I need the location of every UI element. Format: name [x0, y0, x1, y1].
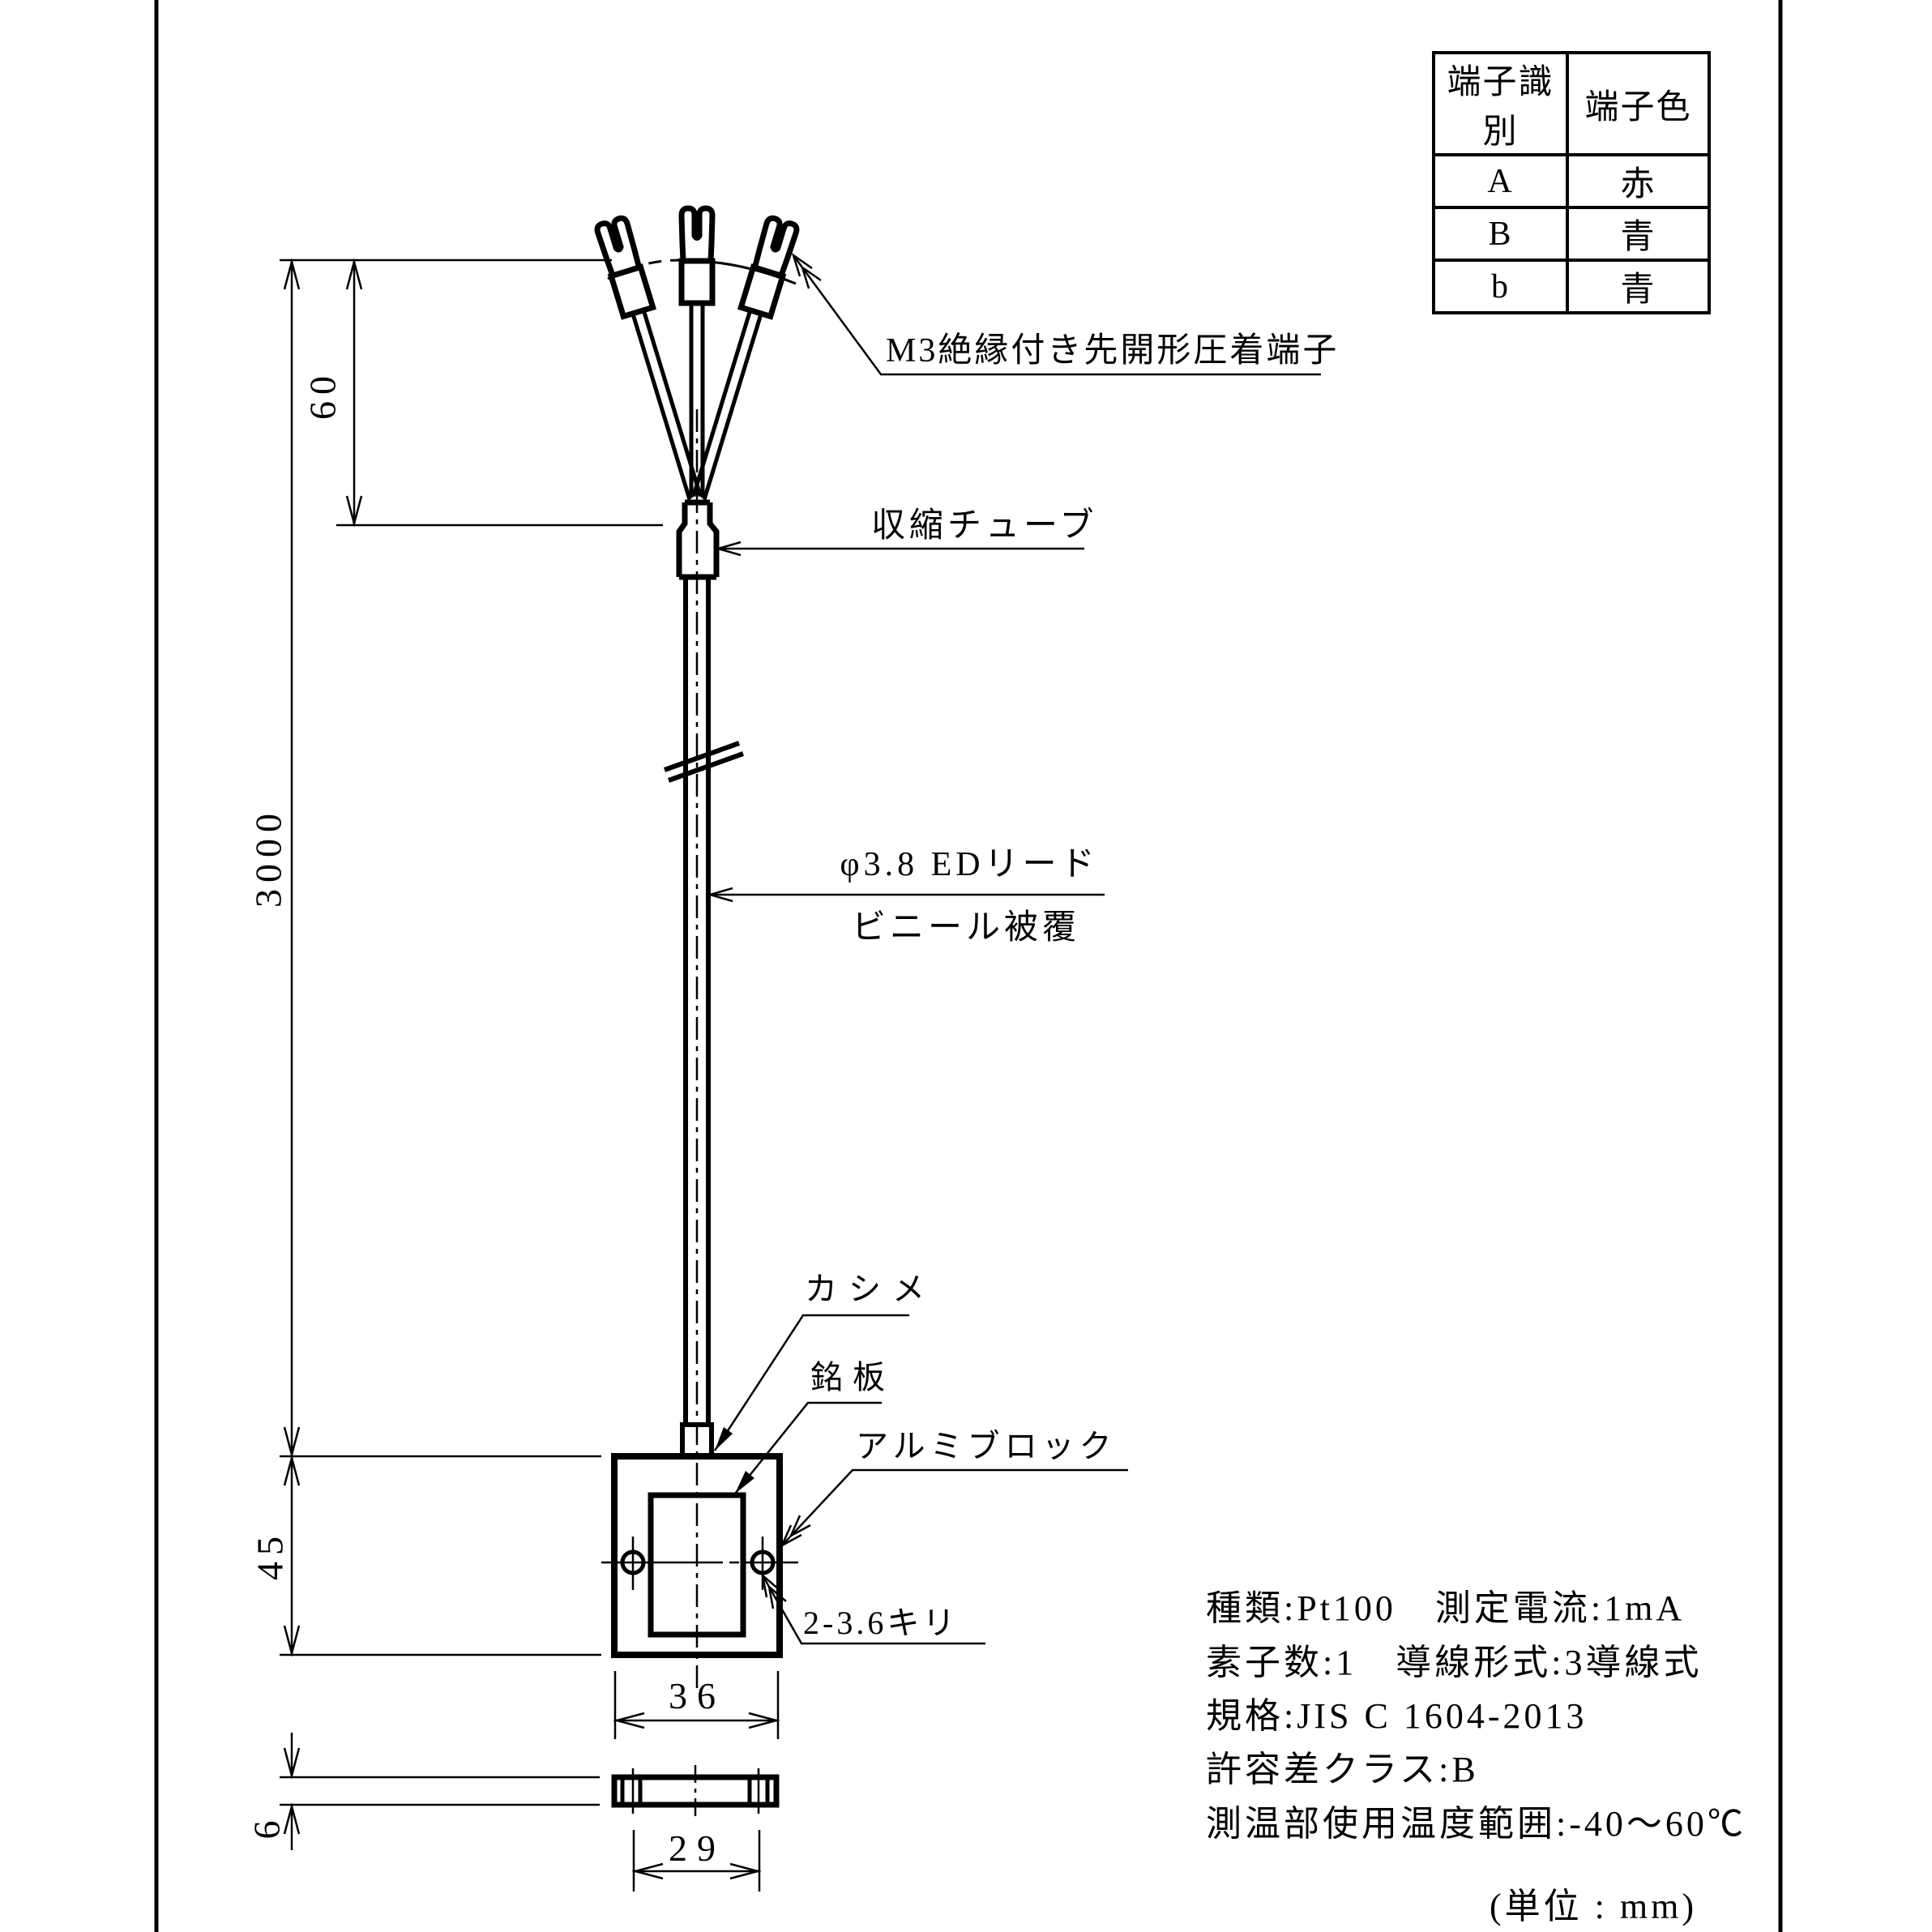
- table-row: A 赤: [1432, 153, 1711, 209]
- spec-line-temp-range: 測温部使用温度範囲:-40〜60℃: [1206, 1804, 1746, 1844]
- hole-centerlines: [601, 1537, 798, 1590]
- label-aluminum-block: アルミブロック: [856, 1428, 1117, 1464]
- spec-line-standard: 規格:JIS C 1604-2013: [1206, 1696, 1588, 1736]
- spec-line-type: 種類:Pt100 測定電流:1mA: [1206, 1588, 1686, 1628]
- dim-45: 45: [250, 1530, 291, 1580]
- table-header-terminal-color: 端子色: [1566, 51, 1711, 156]
- label-shrink-tube: 収縮チューブ: [871, 507, 1097, 545]
- front-view-block: [611, 1422, 783, 1658]
- frame-borders: [154, 0, 1783, 1932]
- dimension-lines: [280, 258, 780, 1891]
- label-nameplate: 銘板: [810, 1359, 895, 1396]
- label-drill-holes: 2-3.6キリ: [803, 1605, 958, 1641]
- dim-60: 60: [302, 370, 344, 420]
- terminal-color-cell: 赤: [1566, 153, 1711, 209]
- lead-cable: [683, 577, 711, 1425]
- label-crimp-terminal: M3絶縁付き先開形圧着端子: [886, 331, 1339, 370]
- unit-note: (単位 : mm): [1490, 1887, 1697, 1926]
- spec-line-tolerance: 許容差クラス:B: [1206, 1750, 1479, 1789]
- terminal-id-cell: b: [1432, 259, 1569, 314]
- dim-36: 36: [669, 1675, 725, 1716]
- terminal-color-cell: 青: [1566, 206, 1711, 262]
- table-row: b 青: [1432, 259, 1711, 314]
- terminal-id-cell: A: [1432, 153, 1569, 209]
- nameplate-outline: [648, 1492, 746, 1638]
- label-lead-wire-1: φ3.8 EDリード: [840, 846, 1098, 883]
- cable-break-symbol: [663, 741, 745, 783]
- label-lead-wire-2: ビニール被覆: [852, 909, 1080, 947]
- dim-3000: 3000: [248, 807, 289, 908]
- terminal-color-table: 端子識別 端子色 A 赤 B 青 b 青: [1432, 51, 1711, 314]
- terminal-id-cell: B: [1432, 206, 1569, 262]
- terminal-alignment-arc: [607, 259, 797, 285]
- leader-arrowheads-solid: [715, 1427, 754, 1494]
- leader-lines: [706, 252, 1321, 1645]
- spec-line-element: 素子数:1 導線形式:3導線式: [1206, 1643, 1703, 1682]
- table-header-terminal-id: 端子識別: [1432, 51, 1569, 156]
- terminal-color-cell: 青: [1566, 259, 1711, 314]
- bottom-view-centerlines: [631, 1765, 760, 1819]
- dim-6: 6: [246, 1821, 288, 1840]
- table-header-row: 端子識別 端子色: [1432, 51, 1711, 156]
- table-row: B 青: [1432, 206, 1711, 262]
- block-outline: [611, 1453, 783, 1658]
- label-kashime: カシメ: [805, 1271, 936, 1307]
- dim-29: 29: [669, 1827, 725, 1869]
